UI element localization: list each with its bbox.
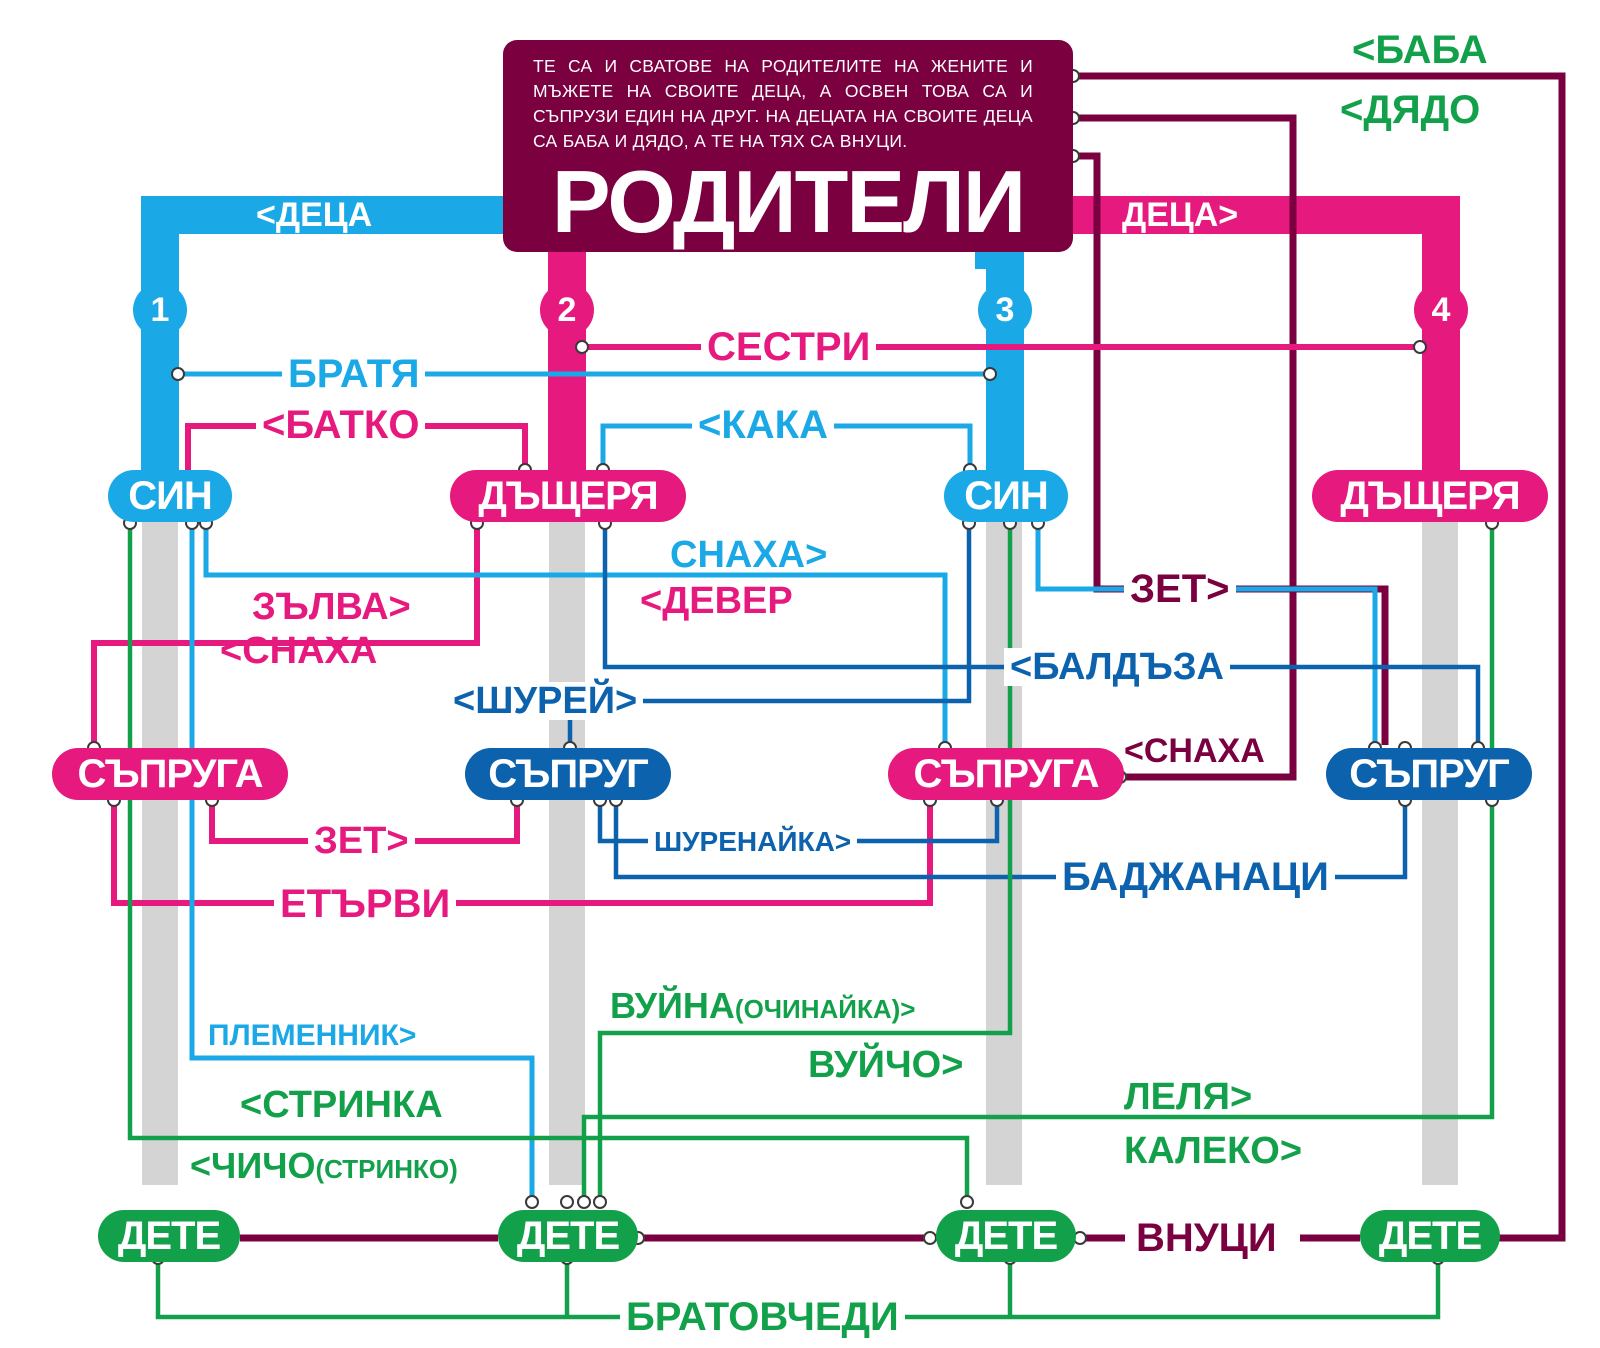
grandmother-line bbox=[1073, 72, 1566, 1242]
label-zalva: ЗЪЛВА> bbox=[252, 586, 411, 628]
descent-column-2 bbox=[549, 505, 585, 1185]
node-child-1: ДЕТЕ bbox=[98, 1210, 240, 1262]
label-etarvi: ЕТЪРВИ bbox=[274, 884, 457, 924]
parents-description: ТЕ СА И СВАТОВЕ НА РОДИТЕЛИТЕ НА ЖЕНИТЕ … bbox=[533, 56, 1033, 151]
label-kaleko: КАЛЕКО> bbox=[1124, 1130, 1303, 1172]
label-vuycho: ВУЙЧО> bbox=[808, 1044, 964, 1086]
label-snaha-maroon: <СНАХА bbox=[1124, 732, 1265, 770]
label-plemennik: ПЛЕМЕННИК> bbox=[208, 1019, 417, 1052]
node-husband-4: СЪПРУГ bbox=[1326, 748, 1532, 800]
badge-1: 1 bbox=[133, 283, 187, 337]
label-badzhanatsi: БАДЖАНАЦИ bbox=[1056, 857, 1335, 897]
node-daughter-4: ДЪЩЕРЯ bbox=[1312, 470, 1548, 522]
parents-box: ТЕ СА И СВАТОВЕ НА РОДИТЕЛИТЕ НА ЖЕНИТЕ … bbox=[503, 40, 1073, 252]
node-son-3: СИН bbox=[944, 470, 1068, 522]
label-chicho: <ЧИЧО(СТРИНКО) bbox=[184, 1148, 464, 1184]
node-child-2: ДЕТЕ bbox=[498, 1210, 638, 1262]
label-deca-left: <ДЕЦА bbox=[256, 196, 373, 234]
label-dyado: <ДЯДО bbox=[1334, 90, 1487, 130]
label-stranka: <СТРИНКА bbox=[240, 1084, 443, 1126]
label-bratovchedi: БРАТОВЧЕДИ bbox=[620, 1297, 905, 1337]
label-bratya: БРАТЯ bbox=[282, 354, 426, 394]
label-sestri: СЕСТРИ bbox=[701, 327, 877, 367]
badge-2: 2 bbox=[540, 283, 594, 337]
descent-columns bbox=[142, 505, 1458, 1185]
node-child-4: ДЕТЕ bbox=[1360, 1210, 1500, 1262]
badge-3: 3 bbox=[978, 283, 1032, 337]
label-chicho-paren: (СТРИНКО) bbox=[315, 1154, 458, 1184]
node-husband-2: СЪПРУГ bbox=[465, 748, 671, 800]
label-zet-maroon: ЗЕТ> bbox=[1124, 569, 1236, 609]
label-kaka: <КАКА bbox=[692, 405, 834, 445]
label-vuyna-paren: (ОЧИНАЙКА)> bbox=[734, 994, 916, 1024]
node-son-1: СИН bbox=[108, 470, 232, 522]
label-shurenayka: ШУРЕНАЙКА> bbox=[648, 828, 858, 856]
label-baldaza: <БАЛДЪЗА bbox=[1004, 648, 1230, 686]
badge-4: 4 bbox=[1414, 283, 1468, 337]
label-baba: <БАБА bbox=[1346, 30, 1494, 70]
label-dever: <ДЕВЕР bbox=[640, 580, 793, 622]
label-deca-right: ДЕЦА> bbox=[1122, 196, 1239, 234]
snaha-maroon-line bbox=[1073, 114, 1297, 781]
node-child-3: ДЕТЕ bbox=[936, 1210, 1076, 1262]
label-vuyna-main: ВУЙНА bbox=[610, 985, 735, 1026]
label-snaha-cyan: СНАХА> bbox=[670, 534, 828, 576]
label-vuyna: ВУЙНА(ОЧИНАЙКА)> bbox=[604, 985, 922, 1026]
node-daughter-2: ДЪЩЕРЯ bbox=[450, 470, 686, 522]
parents-title: РОДИТЕЛИ bbox=[551, 152, 1026, 251]
label-vnutsi: ВНУЦИ bbox=[1130, 1218, 1283, 1258]
descent-column-3 bbox=[986, 505, 1022, 1185]
label-chicho-main: <ЧИЧО bbox=[190, 1145, 316, 1186]
node-wife-3: СЪПРУГА bbox=[888, 748, 1124, 800]
node-wife-1: СЪПРУГА bbox=[52, 748, 288, 800]
label-snaha-magenta: <СНАХА bbox=[220, 630, 378, 672]
label-lelya: ЛЕЛЯ> bbox=[1124, 1076, 1253, 1118]
descent-column-1 bbox=[142, 505, 178, 1185]
descent-column-4 bbox=[1422, 505, 1458, 1185]
label-batko: <БАТКО bbox=[256, 405, 426, 445]
label-shurey: <ШУРЕЙ> bbox=[447, 682, 644, 720]
label-zet-magenta: ЗЕТ> bbox=[308, 822, 415, 860]
